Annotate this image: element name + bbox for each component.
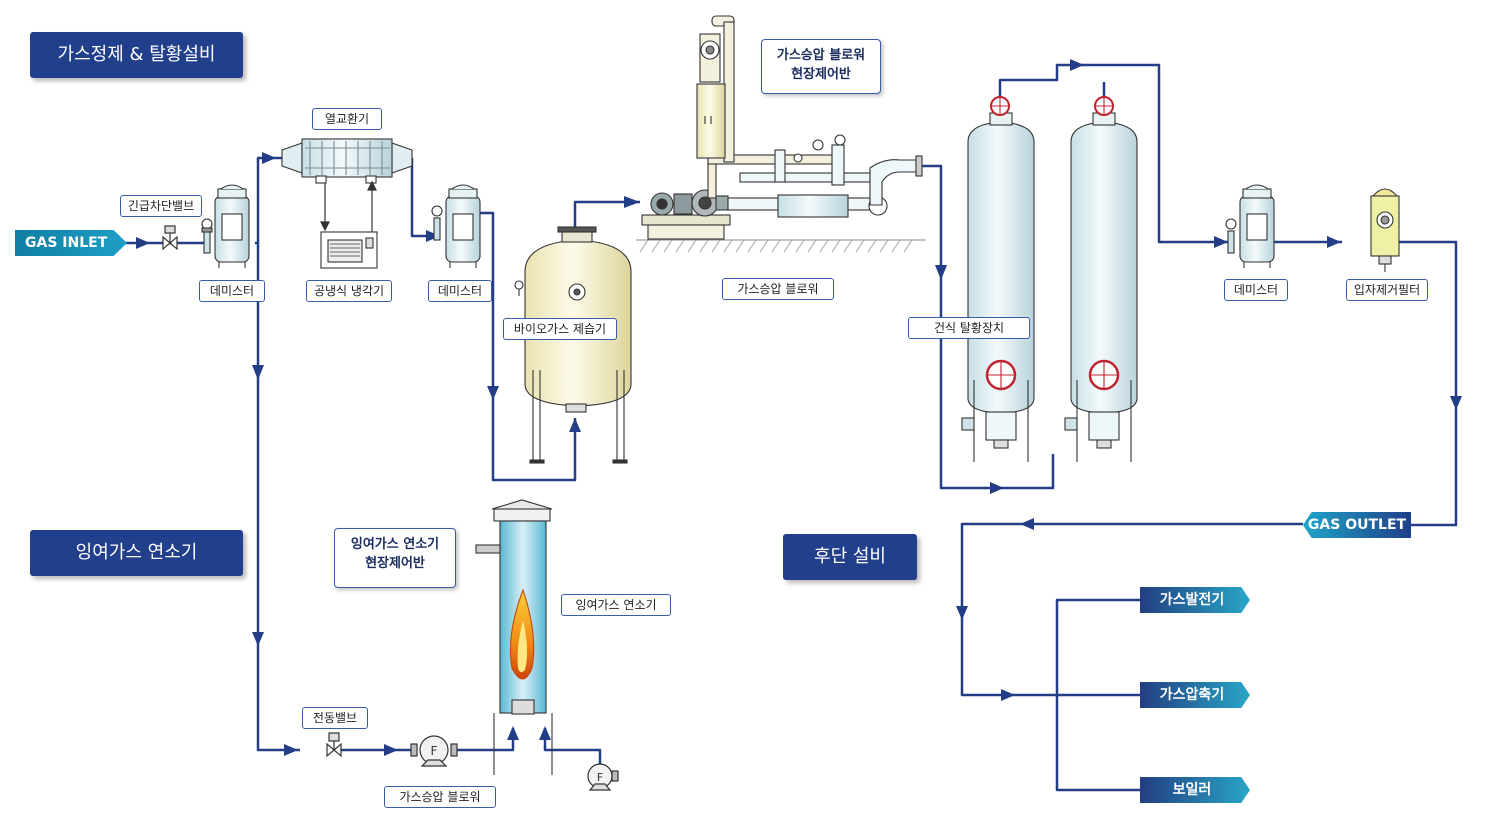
flare-stack-icon	[475, 499, 553, 775]
air-cooler-icon	[320, 231, 378, 269]
flare-blower-fan-icon: F	[410, 735, 458, 767]
label-demister-2: 데미스터	[428, 280, 492, 302]
pipe-air-blower	[543, 728, 602, 770]
svg-text:F: F	[597, 771, 603, 784]
destination-boiler: 보일러	[1140, 777, 1250, 803]
label-flare-blower: 가스승압 블로워	[384, 786, 496, 808]
section-flare: 잉여가스 연소기	[30, 530, 243, 576]
pipe-outlet-rear	[960, 522, 1303, 697]
desulfurizer-tank-1-icon	[961, 96, 1035, 462]
arrow-up-dehum	[569, 418, 581, 432]
svg-text:F: F	[431, 744, 438, 758]
section-gas-purification: 가스정제 & 탈황설비	[30, 32, 243, 78]
label-emergency-valve: 긴급차단밸브	[120, 195, 202, 217]
flow-arrows	[136, 59, 1462, 756]
air-fan-icon: F	[587, 763, 619, 791]
arrow-rear-left	[1020, 518, 1034, 530]
label-desulfurizer: 건식 탈황장치	[908, 317, 1030, 339]
demister-3-icon	[1225, 184, 1275, 268]
heat-exchanger-icon	[281, 138, 413, 184]
cooler-lines	[320, 180, 377, 233]
pipe-bypass-down	[256, 243, 300, 752]
particle-filter-icon	[1370, 188, 1400, 272]
gas-inlet-tag: GAS INLET	[15, 230, 127, 256]
arrow-to-blower	[624, 196, 640, 208]
arrow-inlet	[136, 237, 150, 249]
gas-outlet-tag: GAS OUTLET	[1303, 512, 1411, 538]
label-demister-1: 데미스터	[199, 280, 265, 302]
control-panel-flare: 잉여가스 연소기 현장제어반	[334, 528, 456, 588]
arrow-down-right	[1450, 396, 1462, 410]
label-air-cooler: 공냉식 냉각기	[306, 280, 392, 302]
arrow-right-top	[1070, 59, 1084, 71]
control-panel-flare-line-1: 잉여가스 연소기	[350, 537, 440, 552]
label-motor-valve: 전동밸브	[302, 707, 368, 729]
demister-1-icon	[201, 184, 250, 268]
pipe-blower-to-desulfurizer	[920, 164, 1055, 490]
arrow-bypass-2	[252, 632, 264, 646]
arrow-to-fan	[384, 744, 398, 756]
label-particle-filter: 입자제거필터	[1346, 279, 1428, 301]
pipe-filter-to-outlet	[1398, 240, 1458, 527]
arrow-rear-down	[956, 606, 968, 620]
arrow-flare-up-2	[539, 726, 551, 740]
arrow-to-demister2	[426, 230, 440, 242]
motor-valve-icon	[326, 732, 342, 758]
arrow-bottom-desulf	[990, 482, 1004, 494]
arrow-rear-right	[1001, 689, 1015, 701]
emergency-valve-icon	[162, 225, 178, 251]
arrow-to-hx	[262, 152, 276, 164]
demister-2-icon	[431, 184, 481, 268]
arrow-to-valve	[284, 744, 298, 756]
arrow-down-desulf	[935, 265, 947, 280]
pipe-demister2-to-dehumidifier	[478, 211, 577, 482]
desulfurizer-tank-2-icon	[1064, 96, 1138, 462]
pipe-desulfurizer-top	[998, 63, 1230, 244]
label-demister-3: 데미스터	[1224, 279, 1288, 301]
arrow-to-filter	[1327, 236, 1341, 248]
arrow-bypass-1	[252, 365, 264, 380]
label-dehumidifier: 바이오가스 제습기	[503, 318, 617, 340]
main-blower-icon	[636, 15, 926, 253]
arrow-down-left	[487, 386, 499, 400]
arrow-to-demister3	[1214, 236, 1228, 248]
label-main-blower: 가스승압 블로워	[722, 278, 834, 300]
label-heat-exchanger: 열교환기	[312, 108, 382, 130]
control-panel-blower-line-2: 현장제어반	[791, 67, 851, 82]
pipe-dehumidifier-to-blower	[573, 200, 640, 232]
destination-compressor: 가스압축기	[1140, 682, 1250, 708]
label-flare-burner: 잉여가스 연소기	[561, 594, 671, 616]
control-panel-flare-line-2: 현장제어반	[365, 556, 425, 571]
arrow-flare-up-1	[507, 726, 519, 740]
section-rear: 후단 설비	[783, 534, 917, 580]
control-panel-blower-line-1: 가스승압 블로워	[776, 48, 866, 63]
destination-generator: 가스발전기	[1140, 587, 1250, 613]
control-panel-blower: 가스승압 블로워 현장제어반	[761, 39, 881, 94]
pipe-demister1-out	[255, 156, 282, 245]
